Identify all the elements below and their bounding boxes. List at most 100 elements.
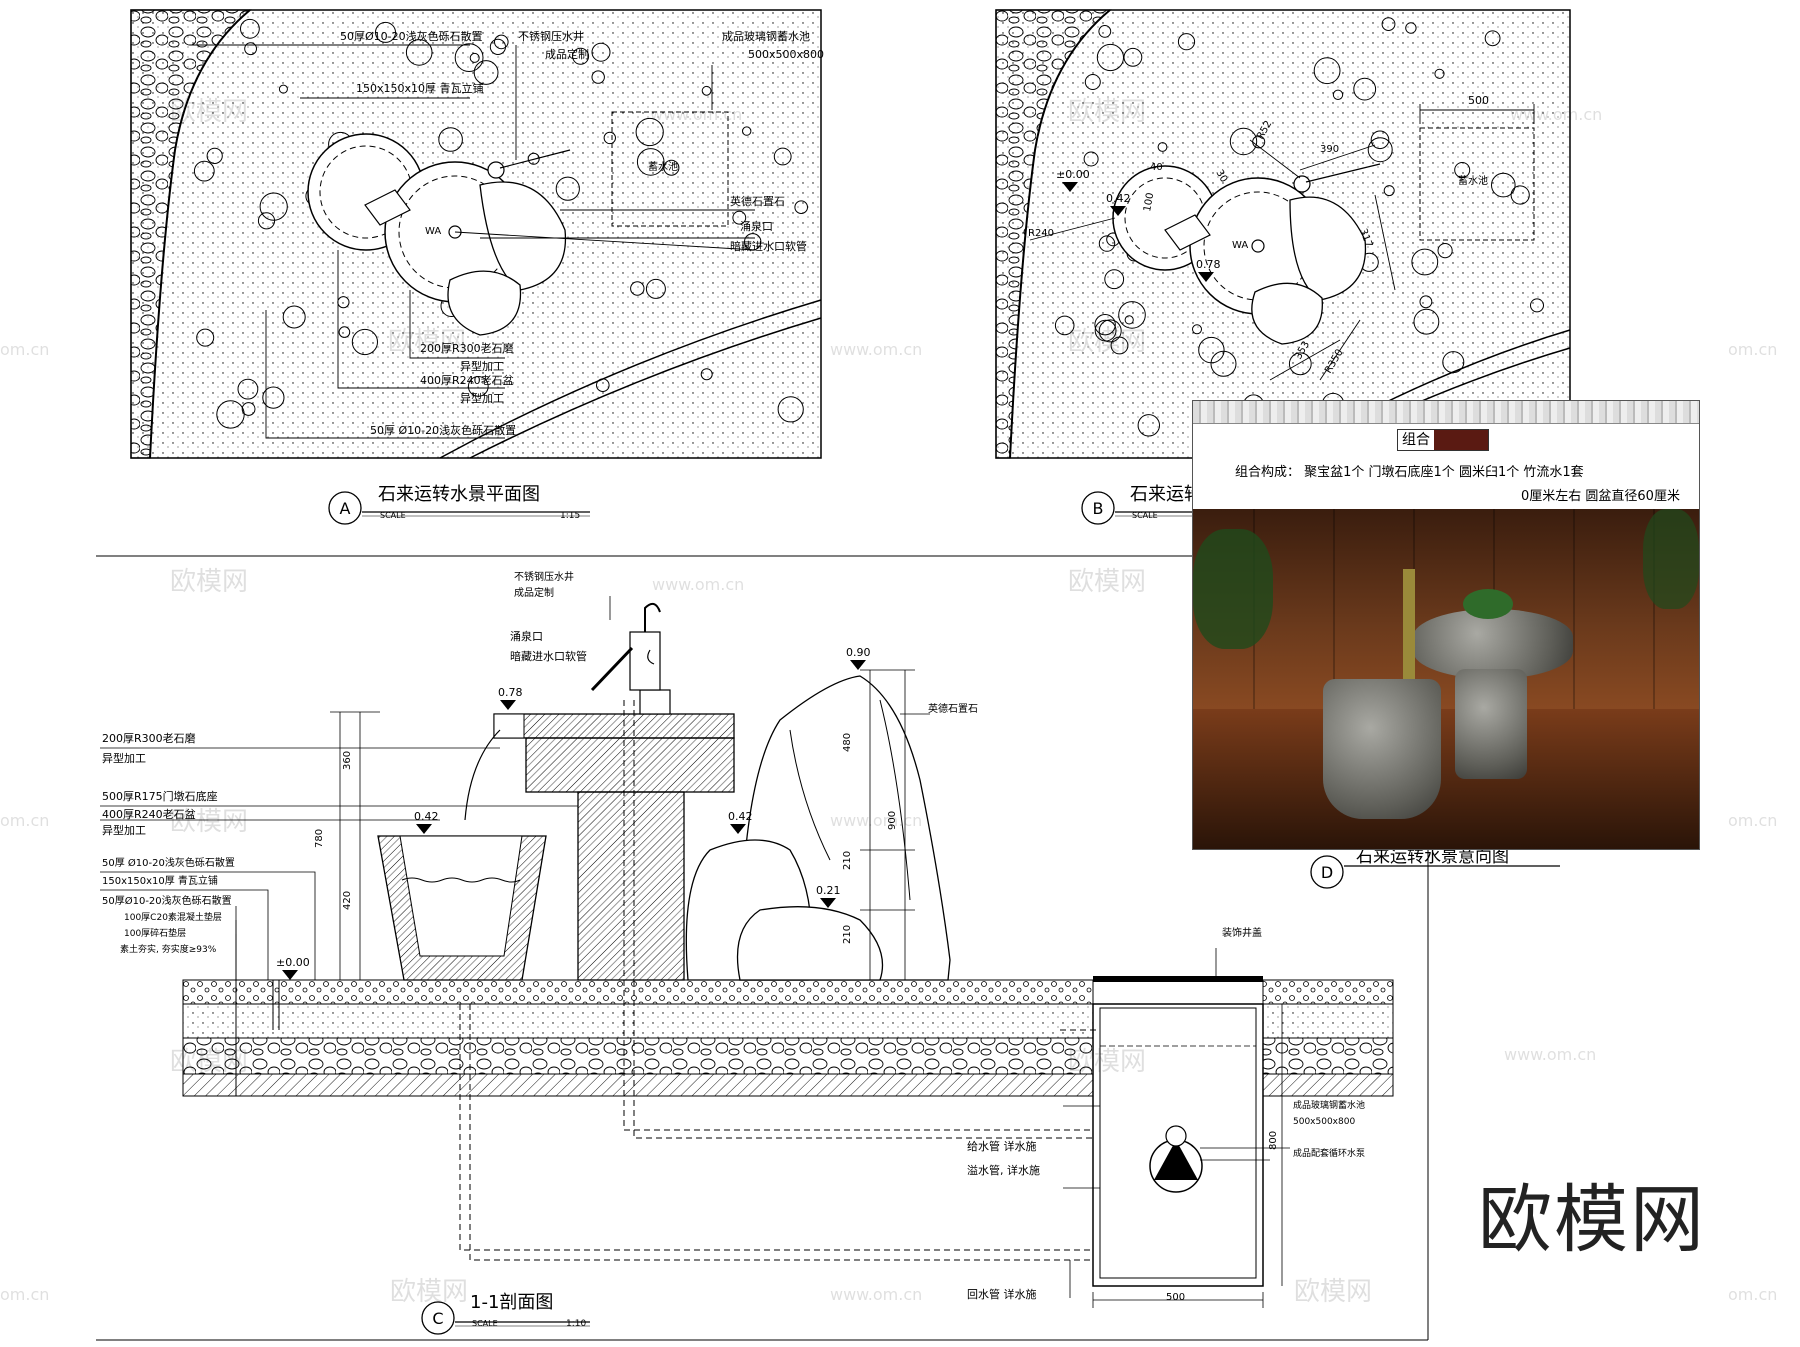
plan-a-marker: A (340, 499, 351, 518)
plan-a-label: 500x500x800 (748, 48, 824, 61)
section-c-label: 回水管 详水施 (967, 1287, 1037, 1301)
plan-a-title: 石来运转水景平面图 (378, 484, 540, 505)
watermark: 欧模网 (170, 807, 248, 837)
decorative-pattern-strip (1193, 401, 1699, 424)
combo-size-text: 0厘米左右 圆盆直径60厘米 (1521, 489, 1680, 504)
section-c-label: 英德石置石 (928, 702, 978, 715)
section-c-label: 成品定制 (514, 586, 554, 599)
section-c-dim: 360 (342, 751, 353, 770)
plan-a-label: 150x150x10厚 青瓦立铺 (356, 81, 484, 95)
section-c-label: 装饰井盖 (1222, 926, 1262, 939)
watermark-short: om.cn (1728, 811, 1777, 830)
plan-b-label: 40 (1150, 162, 1163, 173)
combo-badge: 组合 (1397, 429, 1489, 451)
section-c-dim: 900 (887, 811, 898, 830)
plan-a-label: 不锈钢压水井 (518, 29, 584, 43)
plan-a-label: 暗藏进水口软管 (730, 239, 807, 253)
section-c-label: 0.78 (498, 686, 523, 699)
plan-b-marker: B (1093, 499, 1104, 518)
section-c-label: 0.90 (846, 646, 871, 659)
section-c-label: 溢水管, 详水施 (967, 1163, 1040, 1177)
section-c-label: 500厚R175门墩石底座 (102, 789, 218, 803)
plan-b-scale-label: SCALE (1132, 511, 1158, 520)
section-c-label: 成品配套循环水泵 (1293, 1147, 1365, 1159)
section-c-label: 400厚R240老石盆 (102, 807, 196, 821)
plan-b-label: WA (1232, 240, 1248, 251)
watermark-url: www.om.cn (1510, 105, 1602, 124)
plan-a (130, 9, 822, 525)
plan-a-scale-label: SCALE (380, 511, 406, 520)
watermark-url: www.om.cn (830, 1285, 922, 1304)
section-c-label: 成品玻璃钢蓄水池 (1293, 1099, 1365, 1111)
watermark: 欧模网 (1068, 567, 1146, 597)
watermark-short: om.cn (1728, 340, 1777, 359)
section-c-label: 给水管 详水施 (967, 1139, 1037, 1153)
watermark-url: www.om.cn (650, 105, 742, 124)
watermark-url: www.om.cn (830, 811, 922, 830)
watermark: 欧模网 (1068, 97, 1146, 127)
plan-a-label: 成品定制 (545, 47, 589, 61)
section-c-dim: 800 (1268, 1131, 1279, 1150)
plan-b-label: R240 (1028, 228, 1054, 239)
watermark: 欧模网 (170, 97, 248, 127)
section-c-label: 200厚R300老石磨 (102, 732, 196, 745)
marker-d-circle (1310, 855, 1344, 889)
plan-b-label: 0.42 (1106, 192, 1131, 205)
plan-a-label: 英德石置石 (730, 194, 785, 208)
section-c-label: 0.42 (414, 810, 439, 823)
plan-a-label: WA (425, 226, 441, 237)
plan-a-label: 异型加工 (460, 391, 504, 405)
section-c (100, 596, 1394, 1335)
section-c-label: 异型加工 (102, 823, 146, 837)
photo-d-marker: D (1321, 863, 1333, 882)
plan-b-label: 100 (1142, 192, 1156, 213)
section-c-label: 素土夯实, 夯实度≥93% (120, 943, 217, 955)
plan-b-label: 蓄水池 (1458, 174, 1488, 187)
plan-a-label: 成品玻璃钢蓄水池 (722, 29, 810, 43)
section-c-label: 100厚碎石垫层 (124, 927, 186, 939)
section-c-dim: 780 (314, 829, 325, 848)
watermark-short: om.cn (0, 340, 49, 359)
plan-a-label: 50厚 Ø10-20浅灰色砾石散置 (370, 423, 516, 437)
section-c-label: 150x150x10厚 青瓦立铺 (102, 874, 218, 887)
watermark: 欧模网 (170, 567, 248, 597)
section-c-marker: C (432, 1309, 443, 1328)
rendering-image (1193, 509, 1699, 849)
plan-a-label: 涌泉口 (740, 219, 773, 233)
watermark: 欧模网 (1068, 327, 1146, 357)
brand-logo-text: 欧模网 (1478, 1177, 1706, 1263)
section-c-label: 0.42 (728, 810, 753, 823)
watermark: 欧模网 (170, 1047, 248, 1077)
section-c-label: 500 (1166, 1292, 1185, 1303)
plan-a-label: 400厚R240老石盆 (420, 373, 514, 387)
plan-b-label: 390 (1320, 144, 1339, 155)
combo-composition-text: 组合构成： 聚宝盆1个 门墩石底座1个 圆米臼1个 竹流水1套 (1235, 465, 1584, 480)
plan-a-label: 200厚R300老石磨 (420, 342, 514, 355)
watermark: 欧模网 (388, 327, 466, 357)
plan-a-label: 50厚Ø10-20浅灰色砾石散置 (340, 29, 483, 43)
section-c-scale: 1:10 (566, 1319, 586, 1329)
section-c-label: 100厚C20素混凝土垫层 (124, 911, 222, 923)
intention-photo-panel: 组合 组合构成： 聚宝盆1个 门墩石底座1个 圆米臼1个 竹流水1套 0厘米左右… (1192, 400, 1700, 850)
section-c-label: ±0.00 (276, 956, 310, 969)
watermark-short: om.cn (0, 1285, 49, 1304)
watermark-url: www.om.cn (652, 575, 744, 594)
section-c-label: 50厚Ø10-20浅灰色砾石散置 (102, 894, 232, 907)
watermark-url: www.om.cn (830, 340, 922, 359)
section-c-dim: 480 (842, 733, 853, 752)
watermark-short: om.cn (0, 811, 49, 830)
photo-d-title: 石来运转水景意向图 (1356, 847, 1509, 867)
section-c-scale-label: SCALE (472, 1319, 498, 1328)
plan-a-label: 蓄水池 (648, 160, 678, 173)
section-c-label: 500x500x800 (1293, 1117, 1355, 1127)
section-c-label: 不锈钢压水井 (514, 570, 574, 583)
watermark-url: www.om.cn (1504, 1045, 1596, 1064)
plan-b-label: 0.78 (1196, 258, 1221, 271)
section-c-dim: 210 (842, 925, 853, 944)
plan-b-label: 500 (1468, 94, 1489, 107)
section-c-label: 50厚 Ø10-20浅灰色砾石散置 (102, 856, 235, 869)
combo-badge-label: 组合 (1398, 430, 1434, 450)
section-c-dim: 420 (342, 891, 353, 910)
plan-a-scale: 1:15 (560, 511, 580, 521)
